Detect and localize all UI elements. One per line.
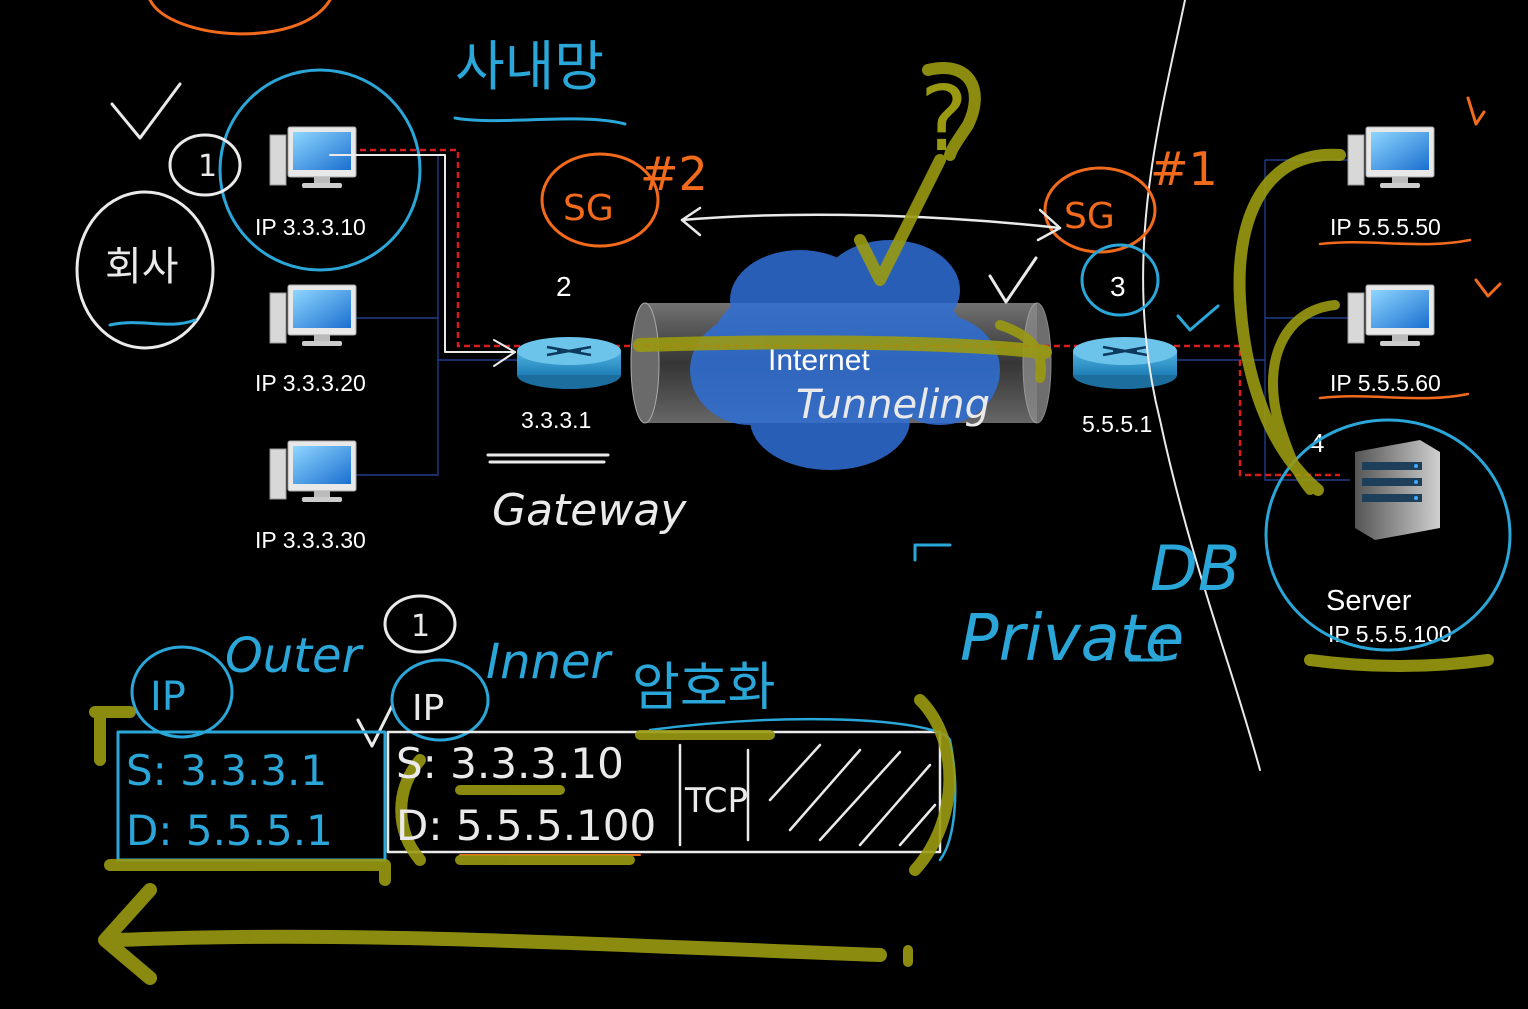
gateway-right: 3 5.5.5.1 [1071,271,1179,437]
host-ip-label: IP 5.5.5.60 [1330,370,1441,396]
outer-dst-label: D: 5.5.5.1 [126,806,333,855]
outer-src-label: S: 3.3.3.1 [126,746,327,795]
question-note: ? [920,67,968,172]
host-ip-label: IP 3.3.3.30 [255,527,366,553]
inner-step-note: 1 [411,609,430,644]
tunneling-note: Tunneling [796,382,990,428]
computer-icon [1347,126,1435,189]
korean-left-note: 회사 [105,244,179,290]
sg-right-tag: #1 [1150,142,1218,196]
computer-icon [269,440,357,503]
highlighter-strokes [89,62,1494,985]
host-ip-label: IP 5.5.5.50 [1330,214,1441,240]
inner-header-label: IP [412,688,444,729]
inner-note: Inner [486,634,614,690]
server: Server IP 5.5.5.100 4 [1310,428,1452,647]
server-icon [1355,440,1440,540]
computer-icon [1347,284,1435,347]
inner-src-label: S: 3.3.3.10 [396,739,624,788]
host-3-3-3-20: IP 3.3.3.20 [255,284,366,396]
host-ip-label: IP 3.3.3.10 [255,214,366,240]
step-number: 3 [1110,271,1126,302]
packet-diagram: IP IP S: 3.3.3.1 D: 5.5.5.1 S: 3.3.3.10 … [126,674,748,855]
gateway-ip-label: 3.3.3.1 [521,407,591,433]
server-name: Server [1326,585,1412,617]
korean-top-note: 사내망 [455,35,604,98]
step-number: 2 [556,271,572,302]
host-ip-label: IP 3.3.3.20 [255,370,366,396]
gateway-left: 2 3.3.3.1 [515,271,623,433]
computer-icon [269,126,357,189]
protocol-label: TCP [684,781,748,821]
gateway-note: Gateway [492,485,687,536]
private-note: Private [960,602,1184,676]
inner-dst-label: D: 5.5.5.100 [396,801,656,850]
outer-note: Outer [225,628,365,684]
ink-text: 1 SG SG #2 #1 ? Tunneling Gateway Privat… [105,35,1240,718]
host-3-3-3-10: IP 3.3.3.10 [255,126,366,240]
host-3-3-3-30: IP 3.3.3.30 [255,440,366,553]
router-icon [1071,335,1179,391]
host-5-5-5-50: IP 5.5.5.50 [1330,126,1441,240]
step1-note: 1 [198,149,217,184]
db-note: DB [1150,532,1240,605]
sg-left-note: SG [563,188,614,229]
host-5-5-5-60: IP 5.5.5.60 [1330,284,1441,396]
router-icon [515,335,623,391]
korean-inner-note: 암호화 [632,658,776,718]
gateway-ip-label: 5.5.5.1 [1082,411,1152,437]
sg-left-tag: #2 [640,147,708,201]
outer-header-label: IP [150,674,186,720]
computer-icon [269,284,357,347]
sg-right-note: SG [1064,196,1115,237]
